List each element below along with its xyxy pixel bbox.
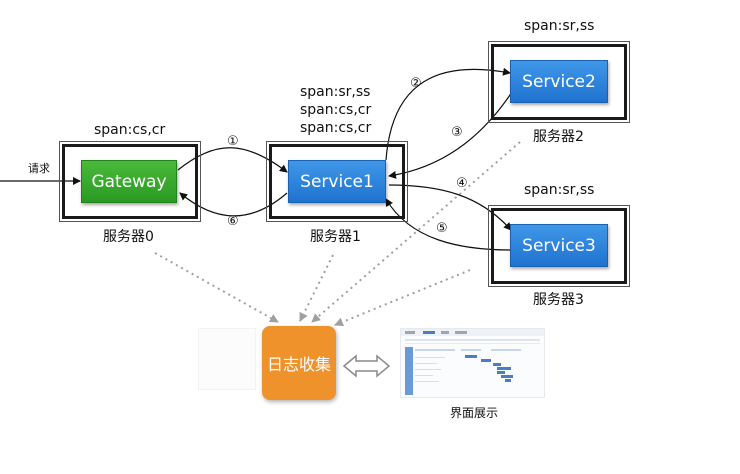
step1-label: ① — [227, 134, 239, 149]
gateway-node[interactable]: Gateway — [81, 160, 177, 203]
dotted-line-server1 — [299, 254, 334, 322]
step3-arrow — [388, 91, 513, 179]
step6-label: ⑥ — [227, 214, 239, 229]
log-collector-node[interactable]: 日志收集 — [262, 326, 336, 400]
ui-screenshot-thumbnail[interactable] — [400, 328, 545, 398]
ui-thumbnail-graphic — [401, 329, 544, 395]
server2-label: 服务器2 — [533, 129, 584, 145]
service1-node[interactable]: Service1 — [288, 160, 386, 203]
server0-frame — [59, 141, 201, 222]
service3-node[interactable]: Service3 — [510, 224, 608, 267]
step2-arrow — [385, 67, 511, 161]
server1-label: 服务器1 — [310, 229, 361, 245]
service2-node[interactable]: Service2 — [510, 60, 608, 103]
server2-span-label: span:sr,ss — [524, 18, 595, 34]
step3-label: ③ — [451, 125, 463, 140]
double-arrow-icon — [342, 354, 391, 378]
server0-label: 服务器0 — [103, 229, 154, 245]
step4-arrow — [388, 184, 512, 231]
server1-span-label-3: span:cs,cr — [300, 120, 372, 136]
request-label: 请求 — [28, 162, 50, 175]
server1-frame — [266, 141, 408, 222]
step5-label: ⑤ — [436, 221, 448, 236]
blank-panel — [198, 328, 256, 390]
dotted-line-server0 — [154, 252, 279, 323]
server2-frame — [488, 41, 630, 123]
step2-label: ② — [410, 76, 422, 91]
step4-label: ④ — [456, 176, 468, 191]
server1-span-label-2: span:cs,cr — [300, 102, 372, 118]
server3-span-label: span:sr,ss — [524, 182, 595, 198]
server3-frame — [488, 205, 630, 287]
dotted-line-server2 — [311, 141, 521, 323]
ui-label: 界面展示 — [450, 406, 499, 420]
server0-span-label: span:cs,cr — [94, 122, 166, 138]
step1-arrow — [177, 147, 288, 173]
step6-arrow — [179, 192, 288, 217]
server1-span-label-1: span:sr,ss — [300, 84, 371, 100]
server3-label: 服务器3 — [533, 292, 584, 308]
dotted-line-server3 — [334, 269, 471, 327]
